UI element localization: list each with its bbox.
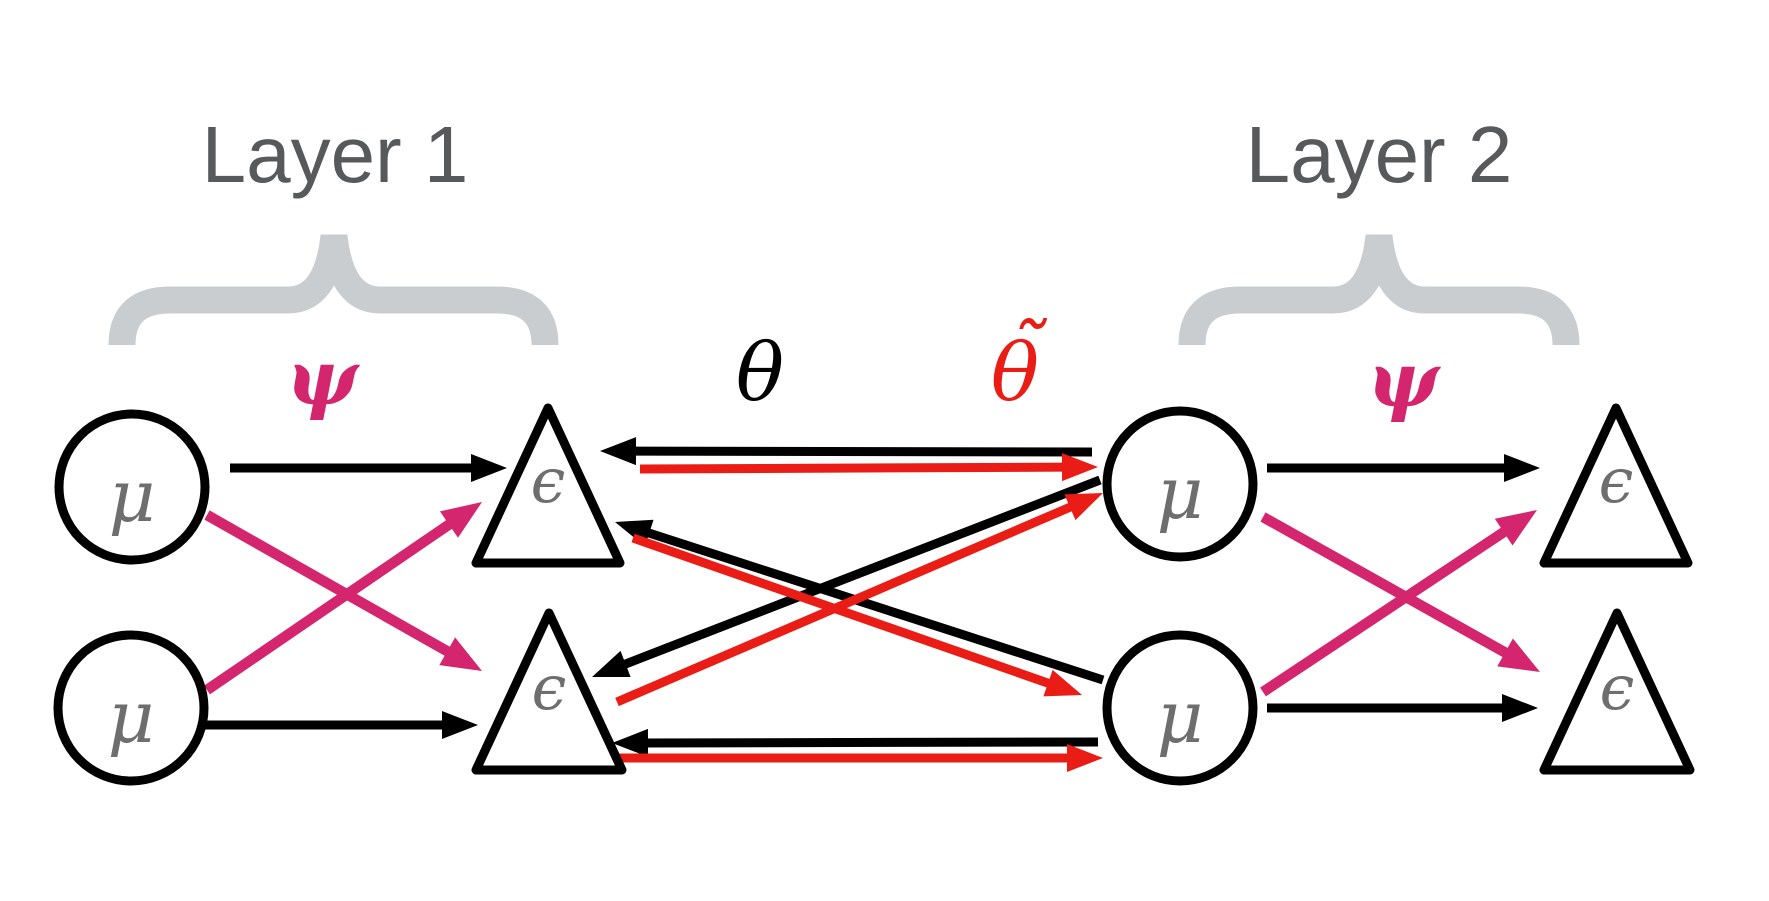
- edge-label-psi-layer2: ψ: [1367, 335, 1441, 424]
- arrowhead-theta-top: [600, 437, 637, 466]
- node-label-mu-layer2-top: μ: [1157, 451, 1204, 535]
- layer-2-title: Layer 2: [1246, 110, 1513, 199]
- node-label-eps-layer1-top: ϵ: [531, 444, 566, 517]
- arrowhead-theta-tilde-top: [1061, 453, 1098, 482]
- arrowhead-theta-bottom: [612, 728, 649, 757]
- arrowhead-l1-top: [471, 454, 507, 482]
- arrowhead-theta-tilde-bottom: [1067, 744, 1103, 772]
- node-eps-layer1-top: [471, 403, 625, 568]
- edge-theta-tilde-cross-down: [631, 533, 1056, 690]
- arrowhead-theta-tilde-cross-down: [1043, 669, 1082, 697]
- node-label-eps-layer2-top: ϵ: [1599, 444, 1634, 517]
- edge-label-theta: θ: [736, 326, 784, 419]
- arrowhead-l2-cross-down: [1497, 638, 1540, 672]
- edge-theta-tilde-cross-up: [615, 500, 1078, 707]
- node-eps-layer1-bottom: [471, 608, 627, 775]
- nodes-group: μ μ ϵ ϵ μ μ ϵ ϵ: [53, 403, 1695, 786]
- edge-l2-cross-up: [1260, 524, 1512, 697]
- edge-theta-tilde-top: [639, 462, 1069, 474]
- edges-group: [204, 437, 1540, 772]
- arrowhead-l1-cross-down: [439, 637, 482, 671]
- arrowhead-l2-cross-up: [1494, 510, 1537, 546]
- node-mu-layer1-bottom: [53, 630, 209, 786]
- edge-l1-cross-down: [204, 510, 456, 659]
- edge-label-theta-tilde: θ: [991, 326, 1039, 419]
- edge-label-psi-layer1: ψ: [286, 333, 360, 422]
- arrowhead-l2-bottom: [1502, 694, 1538, 722]
- arrowhead-l1-cross-up: [439, 502, 482, 538]
- node-mu-layer1-top: [54, 409, 210, 565]
- layer-1-title: Layer 1: [202, 110, 469, 199]
- arrowhead-theta-tilde-cross-up: [1064, 493, 1103, 521]
- edge-l1-cross-up: [204, 516, 457, 695]
- edge-l2-cross-down: [1260, 512, 1513, 660]
- layer-1-brace: [108, 234, 559, 346]
- edge-theta-cross-up: [642, 526, 1105, 685]
- node-label-mu-layer1-top: μ: [109, 454, 156, 538]
- node-mu-layer2-top: [1102, 406, 1258, 562]
- node-label-mu-layer1-bottom: μ: [108, 675, 155, 759]
- node-label-mu-layer2-bottom: μ: [1157, 675, 1204, 759]
- node-eps-layer2-top: [1539, 403, 1693, 568]
- edge-label-theta-tilde-accent: ˜: [1005, 306, 1048, 399]
- arrowhead-l2-top: [1504, 454, 1540, 482]
- node-mu-layer2-bottom: [1102, 630, 1258, 786]
- layer-braces-group: Layer 1 Layer 2: [108, 110, 1580, 346]
- node-label-eps-layer1-bottom: ϵ: [532, 651, 567, 724]
- arrowhead-theta-cross-down: [592, 650, 631, 678]
- node-label-eps-layer2-bottom: ϵ: [1600, 651, 1635, 724]
- layer-2-brace: [1178, 234, 1580, 346]
- node-eps-layer2-bottom: [1539, 608, 1695, 775]
- edge-theta-bottom: [641, 737, 1099, 748]
- arrowhead-l1-bottom: [442, 711, 478, 739]
- edge-theta-top: [629, 446, 1093, 457]
- edge-theta-cross-down: [618, 475, 1102, 671]
